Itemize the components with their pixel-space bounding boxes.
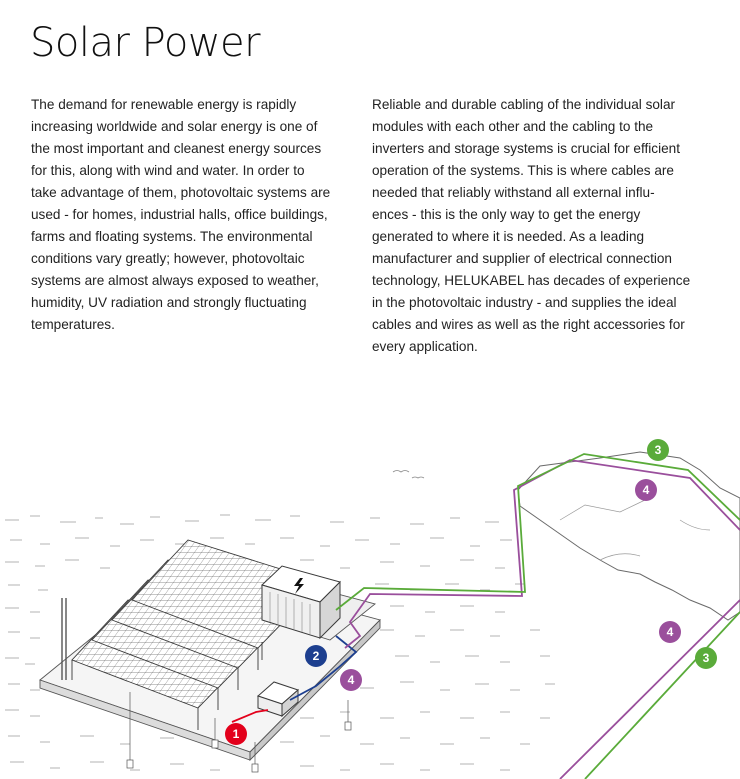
badge-circle <box>340 669 362 691</box>
text-line: ences - this is the only way to get the … <box>372 207 641 222</box>
solar-plant-illustration: 1 2 3 4 3 4 4 <box>5 439 740 779</box>
cable-red <box>231 709 269 723</box>
badge-3: 3 <box>647 439 669 461</box>
badge-label: 4 <box>348 673 355 687</box>
badge-label: 2 <box>313 649 320 663</box>
cable-blue <box>289 635 358 701</box>
badge-4: 4 <box>659 621 681 643</box>
text-line: the most important and cleanest energy s… <box>31 141 322 156</box>
badge-1: 1 <box>225 723 247 745</box>
text-line: take advantage of them, photovoltaic sys… <box>31 185 331 200</box>
text-line: technology, HELUKABEL has decades of exp… <box>372 273 691 288</box>
badge-circle <box>659 621 681 643</box>
badge-label: 4 <box>667 625 674 639</box>
text-line: operation of the systems. This is where … <box>372 163 674 178</box>
badge-circle <box>225 723 247 745</box>
badge-circle <box>305 645 327 667</box>
badge-circle <box>635 479 657 501</box>
badge-2: 2 <box>305 645 327 667</box>
shoreline-rock <box>517 451 740 621</box>
badge-label: 3 <box>703 651 710 665</box>
badge-circle <box>695 647 717 669</box>
badge-label: 3 <box>655 443 662 457</box>
cable-purple <box>344 459 740 779</box>
text-line: used - for homes, industrial halls, offi… <box>31 207 328 222</box>
bird-icon <box>392 470 425 479</box>
text-line: farms and floating systems. The environm… <box>31 229 313 244</box>
badge-label: 4 <box>643 483 650 497</box>
badge-4: 4 <box>635 479 657 501</box>
text-line: generated to where it is needed. As a le… <box>372 229 645 244</box>
text-line: humidity, UV radiation and strongly fluc… <box>31 295 307 310</box>
page-title: Solar Power <box>30 20 261 66</box>
intro-paragraph-right: Reliable and durable cabling of the indi… <box>372 94 702 358</box>
text-line: needed that reliably withstand all exter… <box>372 185 655 200</box>
text-line: every application. <box>372 339 478 354</box>
anchor-marker <box>126 692 352 773</box>
badge-circle <box>647 439 669 461</box>
badge-label: 1 <box>233 727 240 741</box>
text-line: Reliable and durable cabling of the indi… <box>372 97 676 112</box>
text-line: conditions vary greatly; however, photov… <box>31 251 305 266</box>
combiner-box <box>257 681 299 718</box>
text-line: cables and wires as well as the right ac… <box>372 317 685 332</box>
lightning-bolt-icon <box>294 578 304 594</box>
badge-3: 3 <box>695 647 717 669</box>
water-surface <box>5 514 555 771</box>
text-line: systems are almost always exposed to wea… <box>31 273 319 288</box>
text-line: modules with each other and the cabling … <box>372 119 654 134</box>
text-line: temperatures. <box>31 317 115 332</box>
mast-pole <box>61 598 67 680</box>
text-line: The demand for renewable energy is rapid… <box>31 97 297 112</box>
text-line: manufacturer and supplier of electrical … <box>372 251 672 266</box>
badge-4: 4 <box>340 669 362 691</box>
text-line: increasing worldwide and solar energy is… <box>31 119 318 134</box>
text-line: inverters and storage systems is crucial… <box>372 141 680 156</box>
text-line: in the photovoltaic industry - and suppl… <box>372 295 677 310</box>
intro-paragraph-left: The demand for renewable energy is rapid… <box>31 94 357 336</box>
text-line: for this, along with wind and water. In … <box>31 163 305 178</box>
cable-green <box>335 453 740 779</box>
